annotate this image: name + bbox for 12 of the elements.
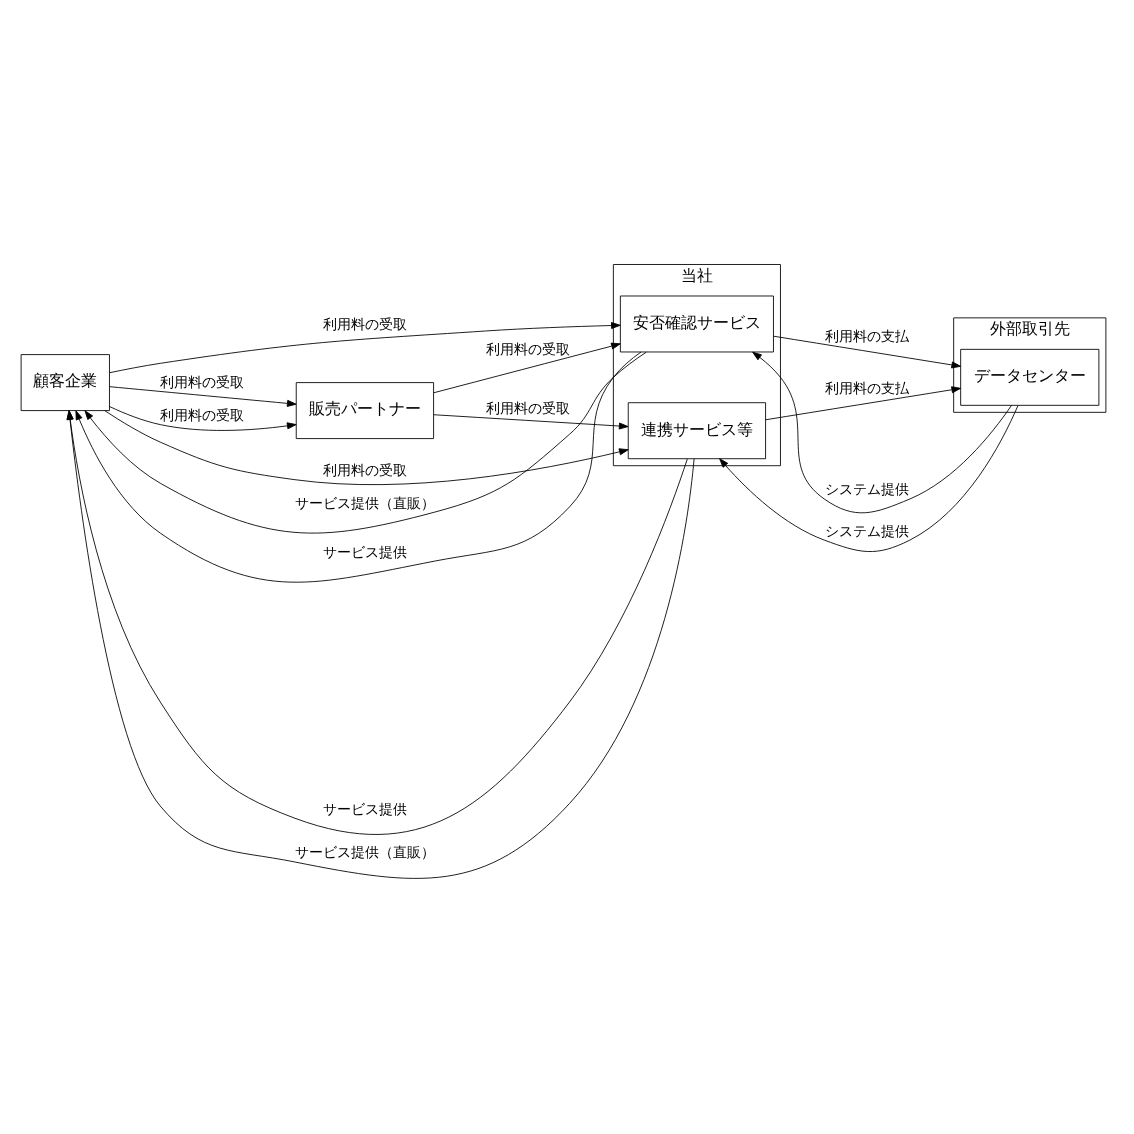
arrow (433, 413, 629, 429)
arrow (104, 409, 629, 485)
arrow (75, 350, 642, 582)
arrow (433, 341, 621, 393)
arrow (765, 385, 962, 420)
arrow (109, 405, 297, 430)
arrow (109, 385, 297, 406)
arrow (719, 404, 1019, 551)
arrow (752, 350, 1012, 513)
arrow (109, 321, 621, 373)
arrow (84, 350, 647, 533)
arrow (773, 334, 962, 368)
